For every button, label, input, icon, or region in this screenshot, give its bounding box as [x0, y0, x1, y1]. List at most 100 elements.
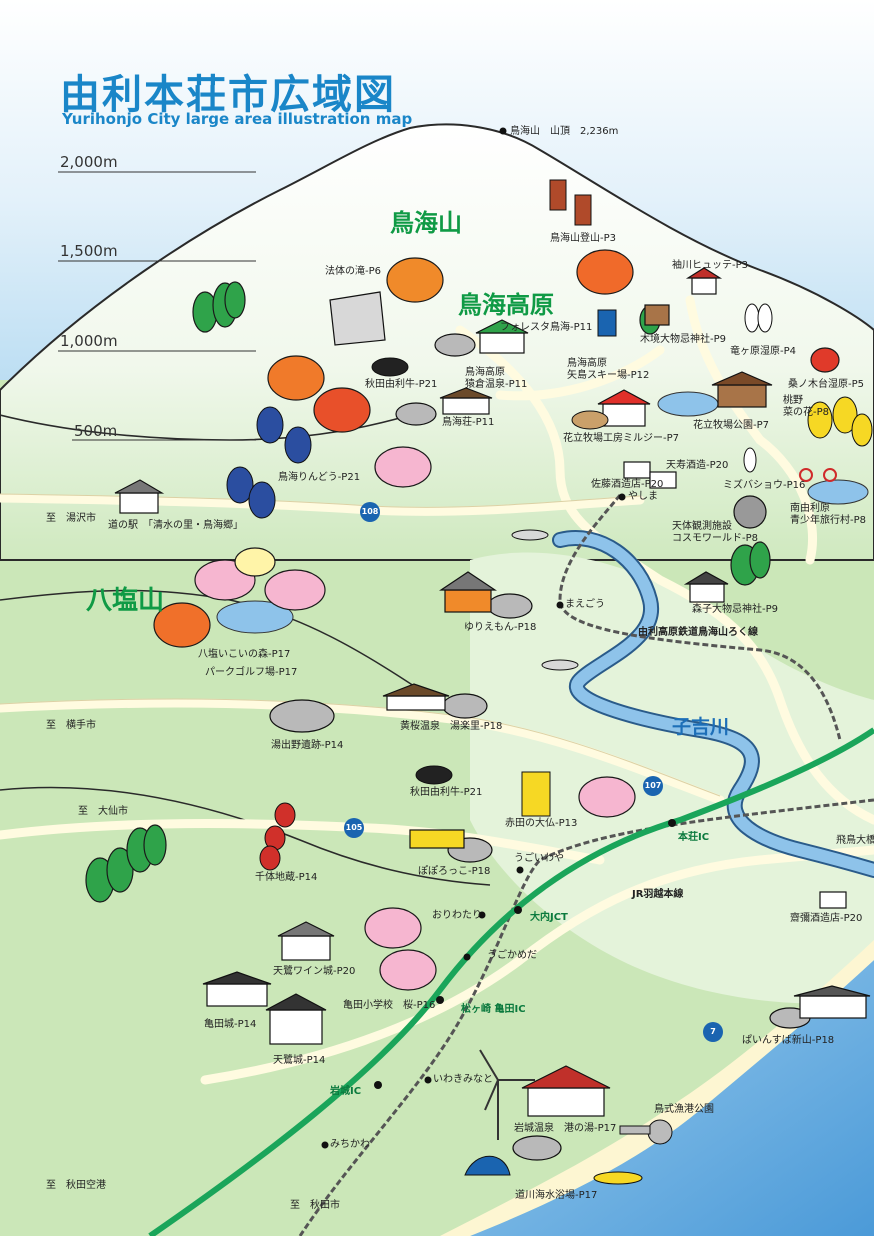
beach-umbrella-icon — [464, 1155, 511, 1176]
direction-label: 至 湯沢市 — [46, 513, 96, 524]
buddha-icon — [521, 771, 551, 817]
place-label: 道の駅 「清水の里・鳥海郷」 — [108, 520, 243, 531]
ic-label: 岩城IC — [330, 1086, 362, 1097]
ic-label: 本荘IC — [678, 832, 710, 843]
building-icon — [114, 267, 871, 1117]
place-label: 法体の滝-P6 — [325, 266, 382, 277]
tree-icon — [85, 281, 771, 903]
place-label: 天寿酒造-P20 — [666, 460, 729, 471]
elevation-label: 2,000m — [60, 153, 118, 171]
place-label: 亀田城-P14 — [204, 1019, 257, 1030]
pond — [657, 391, 719, 417]
map-subtitle: Yurihonjo City large area illustration m… — [62, 110, 413, 128]
station-label: うごかめだ — [487, 950, 537, 961]
place-label: 鳥海高原 矢島スキー場-P12 — [567, 358, 650, 381]
region-label-chokai: 鳥海山 — [390, 209, 462, 237]
lighthouse-icon — [619, 1119, 673, 1145]
region-label-yashio: 八塩山 — [86, 586, 165, 616]
summit-label: 鳥海山 山頂 2,236m — [510, 126, 619, 137]
direction-label: 至 秋田市 — [290, 1200, 340, 1211]
route-shield: 107 — [643, 776, 663, 796]
place-label: 鳥式漁港公園 — [654, 1104, 714, 1115]
place-label: 湯出野遺跡-P14 — [271, 740, 344, 751]
place-label: 赤田の大仏-P13 — [505, 818, 578, 829]
ic-label: 大内JCT — [530, 912, 568, 923]
station-label: おりわたり — [432, 910, 482, 921]
place-label: ゆりえもん-P18 — [464, 622, 537, 633]
ic-label: 松ヶ崎 亀田IC — [461, 1004, 526, 1015]
pond — [216, 600, 294, 634]
windmill-icon — [479, 1049, 535, 1140]
railway-label: JR羽越本線 — [632, 889, 684, 900]
route-shield: 7 — [703, 1022, 723, 1042]
jizo-icon — [259, 802, 296, 871]
station-label: みちかわ — [330, 1139, 370, 1150]
place-label: 秋田由利牛-P21 — [365, 379, 438, 390]
interchange-marker — [374, 819, 676, 1089]
sea — [470, 960, 874, 1236]
place-label: 道川海水浴場-P17 — [515, 1190, 598, 1201]
place-label: 鳥海荘-P11 — [442, 417, 495, 428]
sakura-tree-icon — [194, 446, 636, 991]
place-label: 桑ノ木台湿原-P5 — [788, 379, 865, 390]
railway-label: 由利高原鉄道鳥海山ろく線 — [638, 627, 758, 638]
place-label: 南由利原 青少年旅行村-P8 — [790, 503, 867, 526]
place-label: 天体観測施設 コスモワールド-P8 — [672, 521, 759, 544]
place-label: ぱいんすば新山-P18 — [742, 1035, 835, 1046]
hill-line — [0, 786, 491, 886]
pond — [807, 479, 869, 505]
elevation-label: 500m — [74, 422, 118, 440]
place-label: 花立牧場公園-P7 — [693, 420, 770, 431]
station-marker — [321, 127, 626, 1149]
route-shield: 105 — [344, 818, 364, 838]
place-label: 鳥海りんどう-P21 — [278, 472, 361, 483]
place-label: パークゴルフ場-P17 — [205, 667, 298, 678]
place-label: ぽぽろっこ-P18 — [418, 866, 491, 877]
place-label: 齋彌酒造店-P20 — [790, 913, 863, 924]
autumn-tree-icon — [153, 249, 840, 648]
hiker-icon — [549, 179, 592, 226]
station-label: うごいわや — [514, 853, 564, 864]
station-label: まえごう — [565, 599, 605, 610]
place-label: 鳥海高原 猿倉温泉-P11 — [465, 367, 528, 390]
place-label: 八塩いこいの森-P17 — [198, 649, 291, 660]
route-shield: 108 — [360, 502, 380, 522]
elevation-label: 1,500m — [60, 242, 118, 260]
river-label: 子吉川 — [672, 716, 730, 738]
nanohana-icon — [807, 396, 873, 447]
surfer-icon — [593, 1171, 643, 1185]
place-label: 森子大物忌神社-P9 — [692, 604, 779, 615]
place-label: 桃野 菜の花-P8 — [783, 395, 830, 418]
cyclist-icon — [799, 468, 837, 482]
place-label: 鳥海山登山-P3 — [550, 233, 617, 244]
place-label: 花立牧場工房ミルジー-P7 — [563, 433, 680, 444]
place-label: ミズバショウ-P16 — [723, 480, 806, 491]
fish-icon — [511, 529, 579, 671]
station-label: いわきみなと — [433, 1074, 493, 1085]
cow-icon — [371, 357, 609, 785]
direction-label: 至 大仙市 — [78, 806, 128, 817]
region-label-plateau: 鳥海高原 — [458, 291, 554, 319]
place-label: 亀田小学校 桜-P16 — [343, 1000, 436, 1011]
rindo-flower-icon — [226, 406, 312, 519]
place-label: 佐藤酒造店-P20 — [591, 479, 664, 490]
place-label: 岩城温泉 港の湯-P17 — [514, 1123, 617, 1134]
highway-nihonkai — [148, 727, 874, 1236]
place-label: 黄桜温泉 湯楽里-P18 — [400, 721, 503, 732]
direction-label: 至 秋田空港 — [46, 1180, 106, 1191]
map-title: 由利本荘市広域図 — [60, 72, 396, 118]
waterfall-icon — [329, 291, 386, 346]
place-label: 千体地蔵-P14 — [255, 872, 318, 883]
mizubasho-icon — [743, 303, 773, 473]
place-label: 袖川ヒュッテ-P3 — [672, 260, 749, 271]
place-label: 天鷺ワイン城-P20 — [273, 966, 356, 977]
river-koyoshi-fill — [554, 532, 874, 876]
place-label: フォレスタ鳥海-P11 — [500, 322, 593, 333]
elevation-label: 1,000m — [60, 332, 118, 350]
place-label: 木境大物忌神社-P9 — [640, 334, 727, 345]
snowboarder-icon — [597, 309, 617, 337]
place-label: 竜ヶ原湿原-P4 — [730, 346, 797, 357]
place-label: 飛鳥大橋 — [836, 835, 874, 846]
